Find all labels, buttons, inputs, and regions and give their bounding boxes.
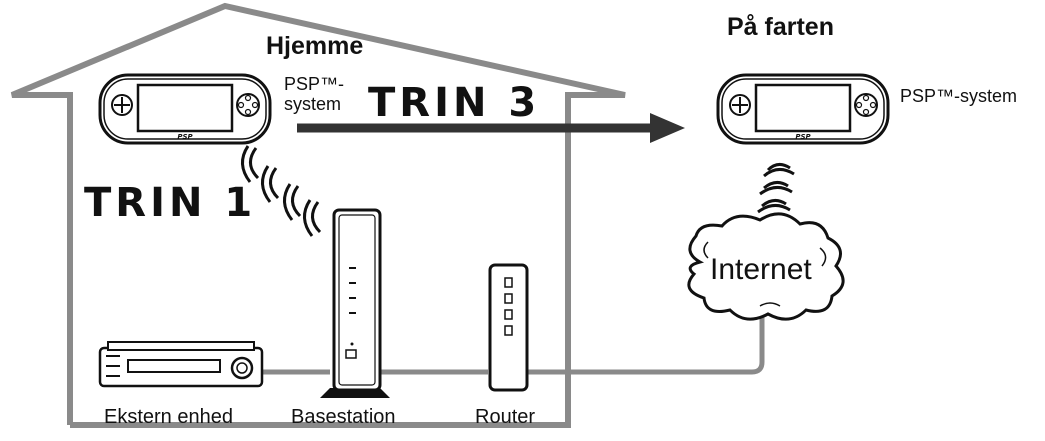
svg-text:PSP: PSP [795, 133, 811, 141]
wireless-waves-away [757, 163, 795, 214]
cables [262, 312, 765, 375]
psp-away-device: PSP [716, 73, 890, 145]
internet-label: Internet [710, 253, 812, 286]
internet-cloud [687, 212, 845, 321]
basestation-label: Basestation [291, 406, 396, 428]
psp-home-device: PSP [98, 73, 272, 145]
psp-home-label: PSP™- system [284, 74, 345, 114]
svg-text:PSP: PSP [177, 133, 193, 141]
cable-router-internet [527, 312, 765, 375]
external-device-label: Ekstern enhed [104, 406, 233, 428]
psp-away-label: PSP™-system [900, 86, 1018, 106]
away-title: På farten [727, 13, 834, 41]
external-device [98, 341, 264, 388]
wireless-waves-home [241, 145, 322, 237]
trin3-label: TRIN 3 [368, 80, 541, 126]
basestation-device [320, 208, 390, 398]
trin3-arrow [297, 113, 685, 143]
router-device [488, 263, 529, 392]
home-title: Hjemme [266, 32, 364, 60]
router-label: Router [475, 406, 536, 428]
trin1-label: TRIN 1 [84, 180, 257, 226]
